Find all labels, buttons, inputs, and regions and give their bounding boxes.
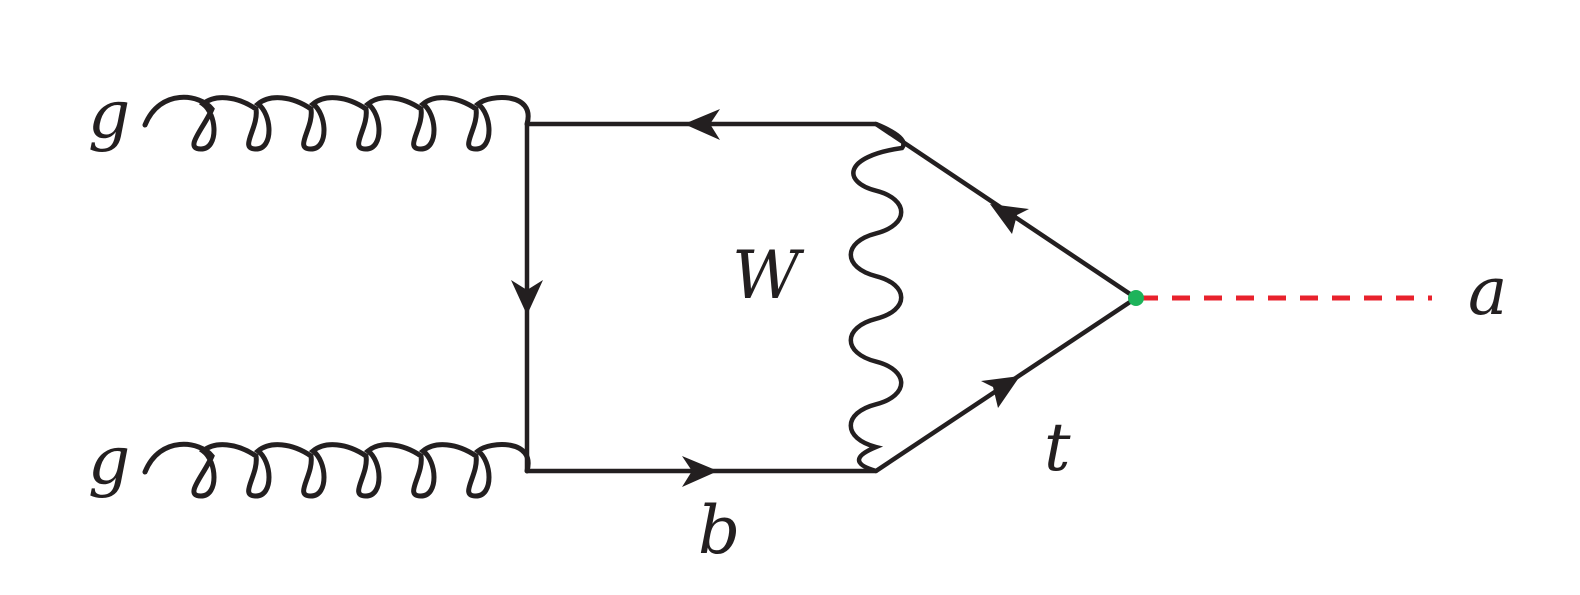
label-w: W — [732, 237, 805, 314]
w-boson-wavy-line — [848, 121, 906, 474]
arrow-right-icon — [682, 456, 718, 487]
arrow-down-icon — [511, 280, 543, 315]
label-b: b — [698, 492, 740, 569]
arrow-left-icon — [684, 109, 720, 140]
label-g-top: g — [88, 76, 130, 153]
label-t: t — [1044, 409, 1071, 486]
gluon-line-bottom — [142, 441, 531, 499]
label-g-bottom: g — [88, 422, 130, 499]
arrow-upright-icon — [981, 376, 1020, 408]
label-a: a — [1468, 253, 1507, 330]
gluon-line-top — [142, 94, 531, 152]
vertex-dot — [1128, 290, 1144, 306]
arrow-upleft-icon — [990, 204, 1029, 234]
